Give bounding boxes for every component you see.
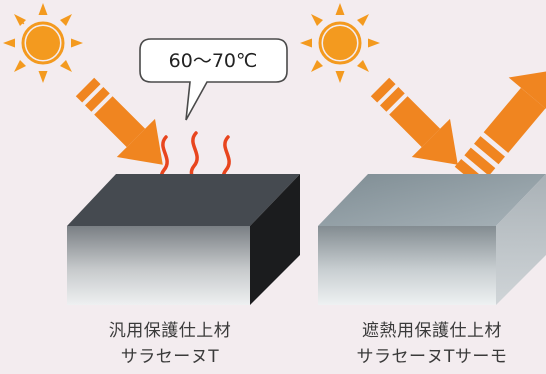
- sunlight-arrow-icon-right: [370, 77, 458, 165]
- product-caption-thermal: 遮熱用保護仕上材 サラセーヌTサーモ: [302, 318, 546, 370]
- temperature-label: 60～70℃: [169, 50, 258, 72]
- dark-roof-block: [67, 174, 300, 305]
- caption-line: 遮熱用保護仕上材: [362, 321, 502, 341]
- product-caption-general: 汎用保護仕上材 サラセーヌT: [40, 318, 300, 370]
- sunlight-arrow-icon-left: [75, 77, 163, 165]
- caption-product-name: サラセーヌTサーモ: [356, 347, 508, 367]
- sun-icon-right: [300, 3, 380, 83]
- sun-icon-left: [3, 3, 83, 83]
- speech-bubble: 60～70℃: [139, 38, 288, 121]
- caption-product-name: サラセーヌT: [120, 347, 220, 367]
- thermal-roof-block: [318, 174, 546, 305]
- caption-line: 汎用保護仕上材: [108, 321, 232, 341]
